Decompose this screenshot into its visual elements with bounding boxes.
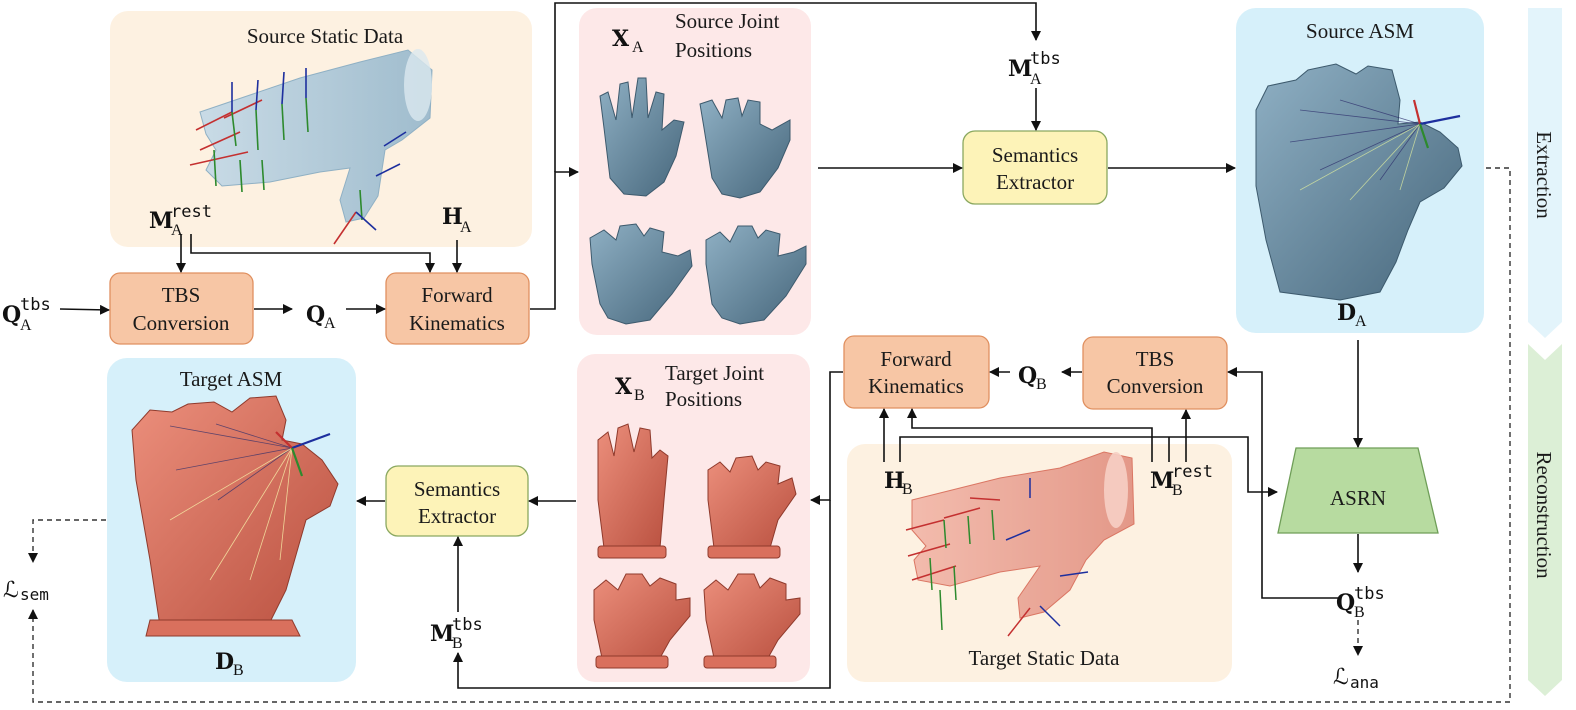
symbol-m-tbs-b: M tbs B (430, 615, 483, 652)
svg-text:A: A (632, 39, 644, 56)
svg-text:ℒ: ℒ (3, 578, 19, 603)
svg-text:Q: Q (1336, 590, 1355, 616)
forward-kinematics-a-line2: Kinematics (409, 311, 505, 335)
symbol-d-a: D A (1337, 300, 1367, 330)
semantics-extractor-a-line2: Extractor (996, 170, 1074, 194)
semantics-extractor-a-node: Semantics Extractor (962, 130, 1108, 205)
svg-text:A: A (1355, 313, 1367, 330)
source-asm-hand-illustration (1255, 63, 1463, 301)
svg-text:D: D (1337, 300, 1356, 326)
forward-kinematics-a-node: Forward Kinematics (385, 272, 530, 345)
symbol-l-ana: ℒ ana (1333, 665, 1379, 692)
symbol-l-sem: ℒ sem (3, 578, 49, 604)
tbs-conversion-a-line1: TBS (162, 283, 201, 307)
semantics-extractor-b-line1: Semantics (414, 477, 500, 501)
svg-text:B: B (1036, 376, 1047, 393)
symbol-m-rest-b: M rest B (1150, 462, 1213, 499)
symbol-q-tbs-a: Q tbs A (2, 295, 51, 334)
semantics-extractor-b-node: Semantics Extractor (385, 465, 529, 537)
svg-text:A: A (460, 219, 472, 236)
target-static-hand-illustration (905, 451, 1135, 637)
svg-text:Q: Q (2, 302, 21, 328)
source-joint-title-line2: Positions (675, 38, 752, 62)
svg-text:M: M (149, 208, 173, 234)
svg-text:B: B (1354, 604, 1365, 621)
connectors (28, 2, 1511, 703)
svg-text:A: A (20, 317, 32, 334)
target-static-title: Target Static Data (969, 646, 1121, 670)
svg-text:A: A (1030, 71, 1042, 88)
target-joint-title-line1: Target Joint (665, 361, 764, 385)
symbol-m-tbs-a: M tbs A (1008, 49, 1061, 88)
svg-text:X: X (612, 26, 630, 52)
svg-text:Q: Q (306, 302, 325, 328)
source-static-hand-illustration (189, 49, 433, 245)
svg-text:tbs: tbs (20, 295, 51, 315)
semantics-extractor-b-line2: Extractor (418, 504, 496, 528)
svg-text:tbs: tbs (452, 615, 483, 635)
tbs-conversion-b-line1: TBS (1136, 347, 1175, 371)
symbol-m-rest-a: M rest A (149, 202, 212, 239)
svg-text:B: B (634, 387, 645, 404)
svg-text:tbs: tbs (1354, 584, 1385, 604)
svg-text:rest: rest (171, 202, 212, 222)
asrn-label: ASRN (1330, 486, 1386, 510)
svg-text:X: X (615, 374, 633, 400)
svg-text:M: M (430, 621, 454, 647)
symbol-h-a: H A (442, 204, 472, 236)
forward-kinematics-b-node: Forward Kinematics (843, 335, 990, 409)
svg-text:A: A (324, 315, 336, 332)
target-asm-title: Target ASM (180, 367, 283, 391)
svg-text:sem: sem (20, 585, 49, 604)
tbs-conversion-a-node: TBS Conversion (109, 272, 254, 345)
svg-text:Q: Q (1018, 363, 1037, 389)
stage-banner-reconstruction: Reconstruction (1528, 344, 1562, 696)
svg-text:H: H (442, 204, 463, 230)
svg-text:H: H (884, 468, 905, 494)
symbol-x-b: X B (615, 374, 645, 404)
forward-kinematics-b-line2: Kinematics (868, 374, 964, 398)
source-static-title: Source Static Data (247, 24, 404, 48)
svg-text:D: D (215, 649, 234, 675)
svg-text:rest: rest (1172, 462, 1213, 482)
source-joint-hands-illustration (589, 77, 807, 325)
target-joint-hands-illustration (593, 423, 801, 669)
stage-banner-extraction: Extraction (1528, 8, 1562, 338)
asrn-node: ASRN (1277, 447, 1439, 534)
stage-label-reconstruction: Reconstruction (1532, 451, 1556, 579)
svg-text:A: A (171, 222, 183, 239)
source-asm-title: Source ASM (1306, 19, 1414, 43)
tbs-conversion-a-line2: Conversion (133, 311, 230, 335)
svg-text:ana: ana (1350, 673, 1379, 692)
forward-kinematics-b-line1: Forward (880, 347, 952, 371)
svg-text:B: B (233, 662, 244, 679)
symbol-q-b: Q B (1018, 363, 1047, 393)
svg-text:M: M (1150, 468, 1174, 494)
svg-text:B: B (452, 635, 463, 652)
svg-text:tbs: tbs (1030, 49, 1061, 69)
svg-text:ℒ: ℒ (1333, 665, 1349, 690)
tbs-conversion-b-line2: Conversion (1107, 374, 1204, 398)
target-joint-title-line2: Positions (665, 387, 742, 411)
semantics-extractor-a-line1: Semantics (992, 143, 1078, 167)
svg-text:B: B (902, 481, 913, 498)
tbs-conversion-b-node: TBS Conversion (1082, 336, 1228, 410)
forward-kinematics-a-line1: Forward (421, 283, 493, 307)
symbol-x-a: X A (612, 26, 644, 56)
symbol-h-b: H B (884, 468, 913, 498)
symbol-q-a: Q A (306, 302, 336, 332)
target-asm-hand-illustration (131, 395, 339, 637)
source-joint-title-line1: Source Joint (675, 9, 780, 33)
symbol-d-b: D B (215, 649, 244, 679)
svg-text:B: B (1172, 482, 1183, 499)
symbol-q-tbs-b: Q tbs B (1336, 584, 1385, 621)
stage-label-extraction: Extraction (1532, 131, 1556, 219)
svg-text:M: M (1008, 56, 1032, 82)
